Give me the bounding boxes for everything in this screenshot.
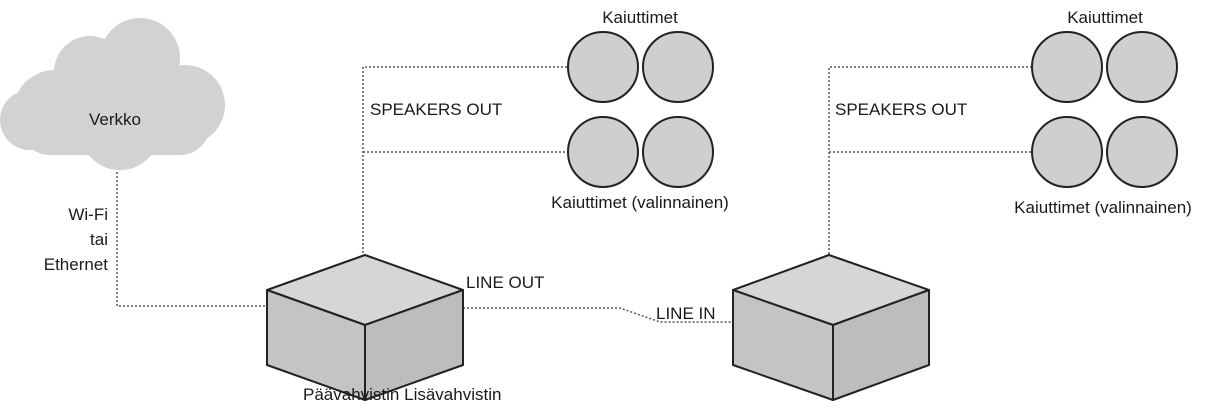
speaker-icon <box>1106 116 1178 188</box>
main-amplifier <box>266 254 464 401</box>
cables <box>116 66 1031 323</box>
amplifier-caption: Päävahvistin Lisävahvistin <box>303 385 502 404</box>
main-amplifier-right <box>364 289 464 401</box>
speaker-icon <box>1031 31 1103 103</box>
ethernet-label: Ethernet <box>43 255 108 274</box>
secondary-speakers <box>1031 31 1178 188</box>
speaker-icon <box>567 116 639 188</box>
or-label: tai <box>90 230 108 249</box>
network-cloud <box>0 18 225 170</box>
secondary-speakers-out-label: SPEAKERS OUT <box>835 100 968 119</box>
speaker-icon <box>567 31 639 103</box>
line-out-label: LINE OUT <box>466 273 545 292</box>
speaker-icon <box>642 116 714 188</box>
secondary-amplifier-right <box>832 289 930 401</box>
secondary-amplifier <box>732 254 930 401</box>
main-optional-speakers-label: Kaiuttimet (valinnainen) <box>551 193 729 212</box>
main-speakers-label: Kaiuttimet <box>602 8 678 27</box>
wifi-label: Wi-Fi <box>68 205 108 224</box>
network-cable <box>116 172 267 307</box>
main-speakers-out-label: SPEAKERS OUT <box>370 100 503 119</box>
main-speakers-cable <box>362 66 567 265</box>
speaker-icon <box>1106 31 1178 103</box>
network-label: Verkko <box>89 110 141 129</box>
secondary-speakers-label: Kaiuttimet <box>1067 8 1143 27</box>
line-out-cable <box>463 307 737 323</box>
secondary-optional-speakers-label: Kaiuttimet (valinnainen) <box>1014 198 1192 217</box>
secondary-speakers-cable <box>828 66 1031 270</box>
line-in-label: LINE IN <box>656 304 716 323</box>
main-speakers <box>567 31 714 188</box>
speaker-icon <box>642 31 714 103</box>
speaker-icon <box>1031 116 1103 188</box>
